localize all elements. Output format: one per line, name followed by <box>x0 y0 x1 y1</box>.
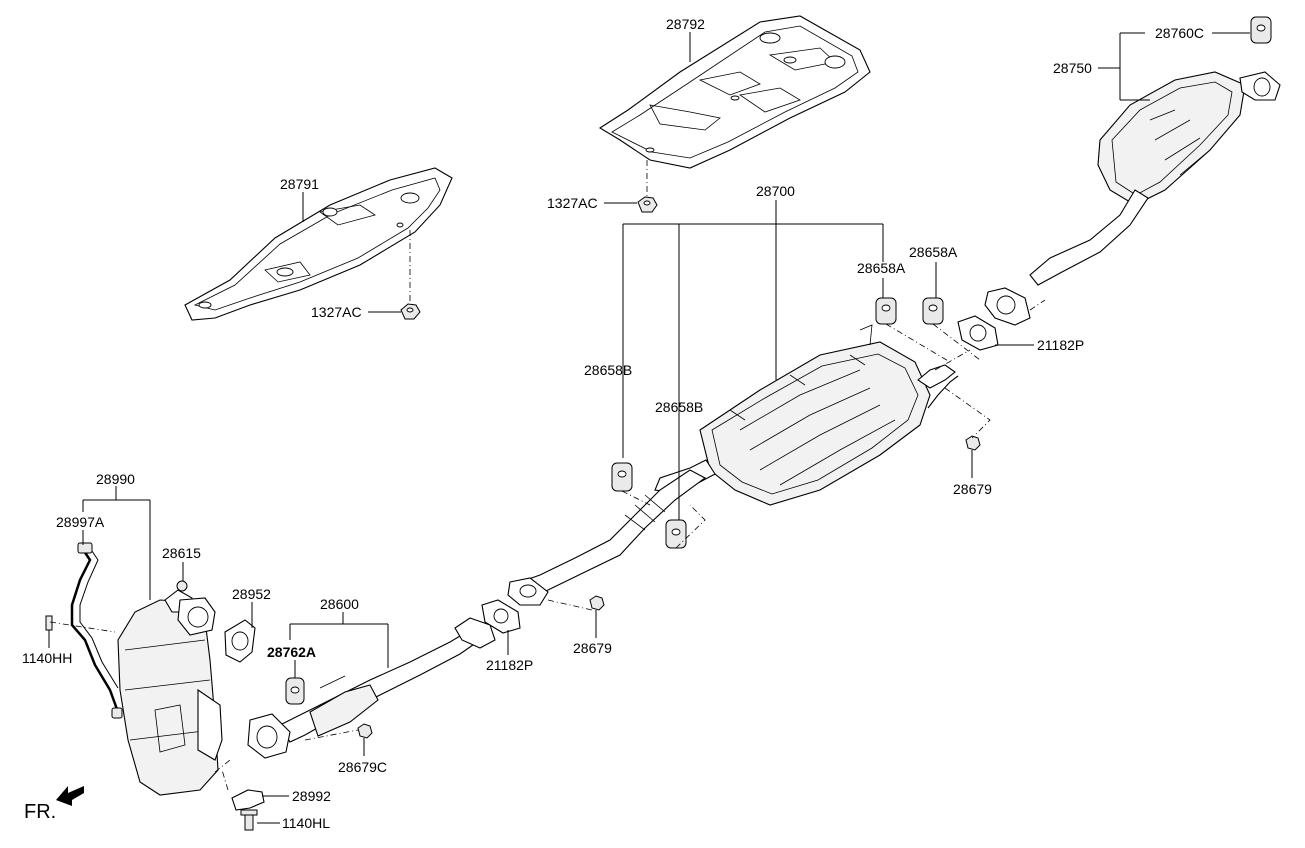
clip-28615[interactable] <box>176 580 188 592</box>
label-28992[interactable]: 28992 <box>292 788 331 804</box>
label-28952[interactable]: 28952 <box>232 586 271 602</box>
label-28762a[interactable]: 28762A <box>267 644 316 660</box>
label-28658b-1[interactable]: 28658B <box>584 362 632 378</box>
label-28750[interactable]: 28750 <box>1053 60 1092 76</box>
part-labels: 28792 28791 1327AC 1327AC 28700 28658A 2… <box>22 16 1204 831</box>
label-21182p-rear[interactable]: 21182P <box>1037 337 1084 353</box>
gasket-28952[interactable] <box>224 619 256 663</box>
gasket-21182p-rear[interactable] <box>957 315 999 351</box>
bolt-1140hl[interactable] <box>240 809 258 831</box>
label-28679c[interactable]: 28679C <box>338 759 387 775</box>
label-1140hl[interactable]: 1140HL <box>282 815 330 831</box>
heat-shield-28791[interactable] <box>184 167 453 321</box>
label-28791[interactable]: 28791 <box>280 176 319 192</box>
leader-lines <box>48 32 1250 824</box>
nut-28679-rear[interactable] <box>965 435 981 451</box>
nut-1327ac-upper[interactable] <box>637 196 658 213</box>
nut-28679-front[interactable] <box>589 595 605 611</box>
gasket-21182p-front[interactable] <box>481 599 521 634</box>
rubber-hanger-28658a-1[interactable] <box>875 297 897 325</box>
assembly-guide-lines <box>49 160 1046 791</box>
rubber-hanger-28760c[interactable] <box>1250 16 1272 44</box>
rear-muffler-28750[interactable] <box>984 71 1281 326</box>
label-28600[interactable]: 28600 <box>320 596 359 612</box>
label-28792[interactable]: 28792 <box>666 16 705 32</box>
front-pipe-28600[interactable] <box>247 617 496 759</box>
label-28658a-1[interactable]: 28658A <box>857 260 906 276</box>
label-28658b-2[interactable]: 28658B <box>655 399 703 415</box>
heat-shield-28792[interactable] <box>598 15 871 169</box>
label-21182p-front[interactable]: 21182P <box>486 657 533 673</box>
label-28615[interactable]: 28615 <box>162 545 201 561</box>
catalytic-converter-28990[interactable] <box>117 589 223 796</box>
label-28997a[interactable]: 28997A <box>56 514 105 530</box>
bolt-1140hh[interactable] <box>45 615 53 631</box>
label-1327ac-upper[interactable]: 1327AC <box>547 195 598 211</box>
label-28679-rear[interactable]: 28679 <box>953 481 992 497</box>
front-direction-indicator: FR. <box>24 786 84 823</box>
nut-28679c[interactable] <box>357 723 373 739</box>
rubber-hanger-28658b-1[interactable] <box>611 462 633 492</box>
front-direction-arrow-icon <box>56 786 84 806</box>
label-28990[interactable]: 28990 <box>96 471 135 487</box>
label-1327ac-lower[interactable]: 1327AC <box>311 304 362 320</box>
fr-label: FR. <box>24 801 56 823</box>
label-28760c[interactable]: 28760C <box>1155 25 1204 41</box>
bracket-28992[interactable] <box>231 789 265 811</box>
rubber-hanger-28658a-2[interactable] <box>922 297 944 325</box>
label-28658a-2[interactable]: 28658A <box>909 244 958 260</box>
sensor-tube-28997a[interactable] <box>70 542 123 719</box>
rubber-hanger-28762a[interactable] <box>285 677 305 705</box>
label-28679-front[interactable]: 28679 <box>573 640 612 656</box>
rubber-hanger-28658b-2[interactable] <box>665 519 687 549</box>
label-1140hh[interactable]: 1140HH <box>22 650 72 666</box>
label-28700[interactable]: 28700 <box>756 183 795 199</box>
intermediate-pipe-28700[interactable] <box>507 469 707 606</box>
nut-1327ac-lower[interactable] <box>400 303 421 320</box>
